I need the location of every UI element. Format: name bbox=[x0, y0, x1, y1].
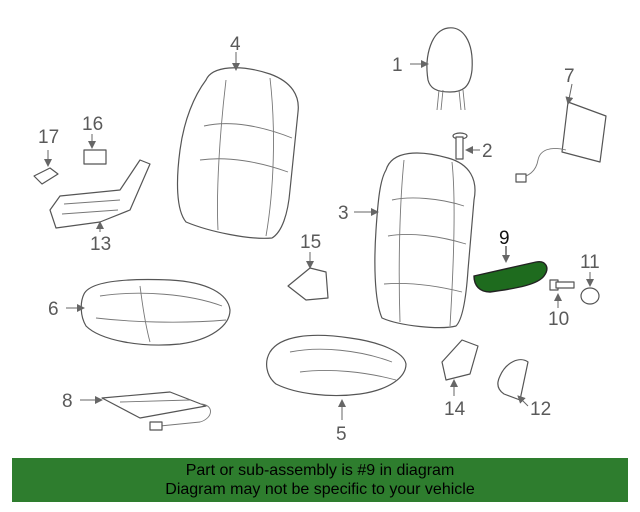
callout-8: 8 bbox=[62, 391, 73, 412]
seat-heater-cushion-part-8[interactable] bbox=[101, 391, 211, 431]
callout-14: 14 bbox=[444, 399, 466, 420]
seat-cushion-cover-part-6[interactable] bbox=[80, 278, 231, 346]
bracket-part-15[interactable] bbox=[287, 267, 329, 301]
callout-7: 7 bbox=[564, 66, 575, 87]
callout-15: 15 bbox=[300, 232, 321, 253]
cover-trim-part-12[interactable] bbox=[497, 359, 529, 401]
callout-10: 10 bbox=[548, 309, 569, 330]
callout-12: 12 bbox=[530, 399, 551, 420]
callout-5: 5 bbox=[336, 424, 347, 445]
seat-back-part-3[interactable] bbox=[374, 152, 476, 329]
seat-back-cover-part-4[interactable] bbox=[176, 67, 299, 239]
banner-line-1: Part or sub-assembly is #9 in diagram bbox=[185, 462, 455, 479]
callout-16: 16 bbox=[82, 114, 103, 135]
clip-part-17[interactable] bbox=[33, 167, 59, 185]
clip-part-16[interactable] bbox=[83, 149, 107, 165]
seat-heater-back-part-7[interactable] bbox=[515, 101, 607, 183]
callout-13: 13 bbox=[90, 234, 111, 255]
bracket-part-14[interactable] bbox=[441, 339, 479, 381]
callout-2: 2 bbox=[482, 141, 493, 162]
guide-pin-part-2[interactable] bbox=[452, 132, 468, 160]
headrest-part-1[interactable] bbox=[426, 27, 473, 111]
callout-4: 4 bbox=[230, 34, 241, 55]
bolt-part-10[interactable] bbox=[549, 279, 575, 291]
banner-line-2: Diagram may not be specific to your vehi… bbox=[165, 481, 475, 498]
callout-3: 3 bbox=[338, 203, 349, 224]
highlighted-trim-part-9[interactable] bbox=[473, 261, 548, 293]
callout-6: 6 bbox=[48, 299, 59, 320]
callout-17: 17 bbox=[38, 127, 59, 148]
cap-part-11[interactable] bbox=[580, 287, 600, 305]
seat-cushion-part-5[interactable] bbox=[266, 334, 407, 397]
callout-11: 11 bbox=[580, 252, 600, 273]
callout-9: 9 bbox=[499, 228, 510, 249]
side-bracket-part-13[interactable] bbox=[49, 159, 151, 229]
info-banner: Part or sub-assembly is #9 in diagram Di… bbox=[12, 458, 628, 502]
callout-1: 1 bbox=[392, 55, 403, 76]
